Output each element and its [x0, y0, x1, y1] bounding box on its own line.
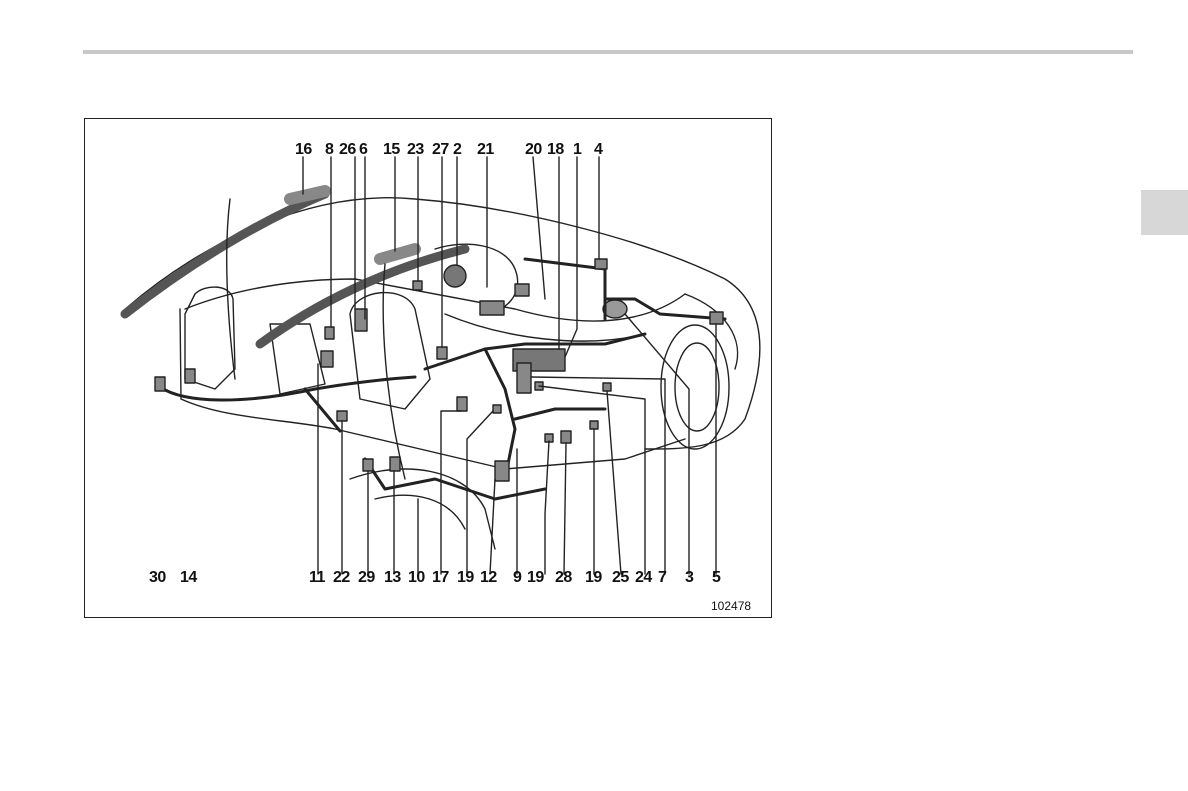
- connector-17: [457, 397, 467, 411]
- connector-7: [517, 363, 531, 393]
- rear-wheel-inner: [375, 495, 465, 529]
- callout-28: 28: [555, 569, 572, 587]
- pretensioner-11: [321, 351, 333, 367]
- inflator-15: [380, 249, 415, 259]
- connector-29: [363, 459, 373, 471]
- callout-13: 13: [384, 569, 401, 587]
- console-harness: [515, 409, 605, 419]
- callout-14: 14: [180, 569, 197, 587]
- connector-2: [480, 301, 504, 315]
- connector-19a: [493, 405, 501, 413]
- callout-19-b: 19: [527, 569, 544, 587]
- callout-29: 29: [358, 569, 375, 587]
- leader-17: [441, 411, 461, 574]
- leader-25: [607, 391, 621, 574]
- passenger-airbag-module: [603, 300, 627, 318]
- connector-14: [185, 369, 195, 383]
- leader-12: [490, 479, 495, 574]
- callout-10: 10: [408, 569, 425, 587]
- sensor-8: [325, 327, 334, 339]
- callout-25: 25: [612, 569, 629, 587]
- leader-20: [533, 157, 545, 299]
- vehicle-illustration: [85, 119, 772, 618]
- connector-28: [561, 431, 571, 443]
- connector-30: [155, 377, 165, 391]
- airbag-system-diagram: 16 8 26 6 15 23 27 2 21 20 18 1 4 30 14 …: [84, 118, 772, 618]
- callout-20: 20: [525, 141, 542, 159]
- connector-5: [710, 312, 723, 324]
- callout-21: 21: [477, 141, 494, 159]
- callout-16: 16: [295, 141, 312, 159]
- callout-11: 11: [309, 569, 325, 587]
- inflator-16: [290, 191, 325, 199]
- callout-4: 4: [594, 141, 602, 159]
- callout-5: 5: [712, 569, 720, 587]
- callout-30: 30: [149, 569, 166, 587]
- leader-3: [625, 314, 689, 574]
- rear-harness: [160, 377, 415, 400]
- front-wheel-hub: [675, 343, 719, 431]
- callout-18: 18: [547, 141, 564, 159]
- callout-22: 22: [333, 569, 350, 587]
- leader-24: [539, 386, 645, 574]
- callout-27: 27: [432, 141, 449, 159]
- connector-23: [413, 281, 422, 290]
- callout-12: 12: [480, 569, 497, 587]
- callout-23: 23: [407, 141, 424, 159]
- callout-17: 17: [432, 569, 449, 587]
- connector-27: [437, 347, 447, 359]
- callout-15: 15: [383, 141, 400, 159]
- callout-9: 9: [513, 569, 521, 587]
- connector-13: [390, 457, 400, 471]
- driver-airbag: [444, 265, 466, 287]
- harness-16: [227, 199, 235, 379]
- callout-1: 1: [573, 141, 581, 159]
- callout-8: 8: [325, 141, 333, 159]
- figure-number: 102478: [711, 599, 751, 613]
- pretensioner-12: [495, 461, 509, 481]
- callout-3: 3: [685, 569, 693, 587]
- leader-19-b: [545, 441, 549, 574]
- instrument-harness: [525, 259, 605, 319]
- header-rule: [83, 50, 1133, 54]
- callout-2: 2: [453, 141, 461, 159]
- leader-28: [564, 443, 566, 574]
- callout-19-c: 19: [585, 569, 602, 587]
- connector-25: [603, 383, 611, 391]
- callout-26: 26: [339, 141, 356, 159]
- section-tab: [1141, 190, 1188, 235]
- callout-19-a: 19: [457, 569, 474, 587]
- connector-22: [337, 411, 347, 421]
- callout-24: 24: [635, 569, 652, 587]
- connector-4: [595, 259, 607, 269]
- connector-21: [515, 284, 529, 296]
- leader-1: [565, 157, 577, 357]
- connector-19c: [590, 421, 598, 429]
- callout-7: 7: [658, 569, 666, 587]
- callout-6: 6: [359, 141, 367, 159]
